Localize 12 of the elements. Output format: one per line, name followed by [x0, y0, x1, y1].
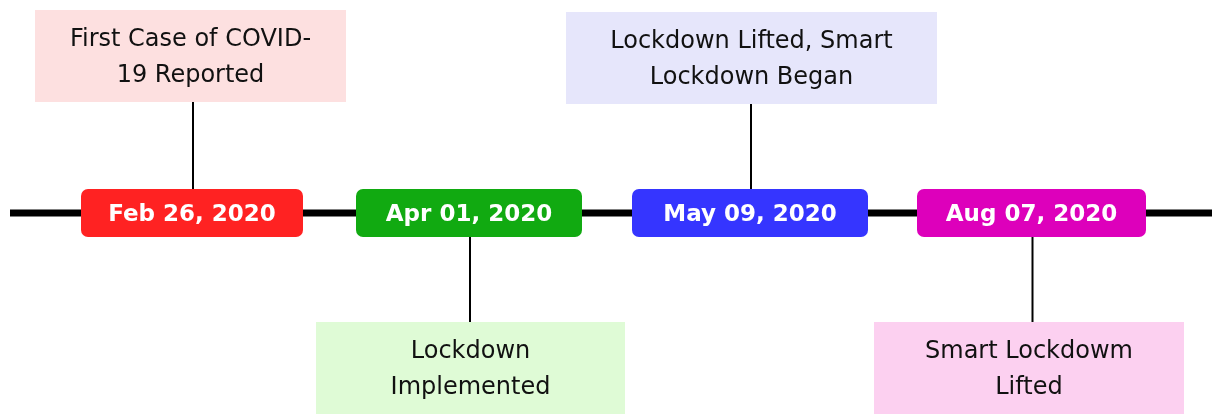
- leader-line: [192, 101, 194, 190]
- event-box: First Case of COVID-19 Reported: [35, 10, 346, 102]
- date-label: Apr 01, 2020: [356, 189, 582, 237]
- event-box: Smart Lockdowm Lifted: [874, 322, 1184, 414]
- leader-line: [750, 103, 752, 190]
- date-label: Aug 07, 2020: [917, 189, 1146, 237]
- date-label: May 09, 2020: [632, 189, 868, 237]
- event-box: Lockdown Implemented: [316, 322, 625, 414]
- date-label: Feb 26, 2020: [81, 189, 303, 237]
- event-box: Lockdown Lifted, Smart Lockdown Began: [566, 12, 937, 104]
- leader-line: [1031, 236, 1034, 323]
- leader-line: [469, 236, 471, 323]
